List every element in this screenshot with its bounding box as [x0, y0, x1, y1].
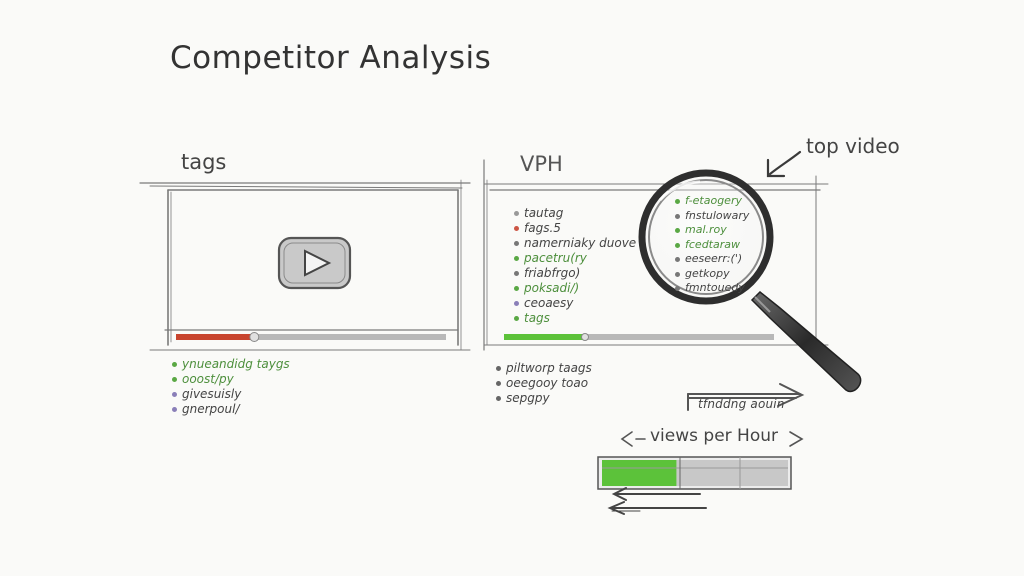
left-player-bar — [176, 332, 446, 342]
list-item-label: givesuisly — [182, 387, 242, 401]
magnifier-icon — [638, 169, 862, 393]
bullet-icon — [496, 381, 501, 386]
list-item: ooost/py — [172, 372, 290, 387]
list-item-label: piltworp taags — [506, 361, 592, 375]
list-item-label: fcedtaraw — [685, 237, 740, 251]
list-item: f-etaogery — [675, 194, 749, 209]
bullet-icon — [675, 286, 680, 291]
bullet-icon — [514, 256, 519, 261]
bullet-icon — [675, 257, 680, 262]
play-icon — [277, 236, 352, 290]
list-item: ceoaesy — [514, 296, 636, 311]
bullet-icon — [514, 316, 519, 321]
list-item: sepgpy — [496, 391, 592, 406]
bullet-icon — [172, 407, 177, 412]
list-item-label: fmntouedy — [685, 281, 745, 294]
left-panel-frame — [139, 179, 471, 351]
list-item: mal.roy — [675, 223, 749, 238]
list-item: fags.5 — [514, 221, 636, 236]
list-item-label: mal.roy — [685, 223, 727, 236]
bullet-icon — [675, 242, 680, 248]
list-item: givesuisly — [172, 387, 290, 402]
bullet-icon — [172, 392, 177, 397]
bullet-icon — [675, 228, 680, 233]
vph-meter — [597, 456, 792, 490]
list-item-label: getkopy — [685, 266, 730, 280]
bullet-icon — [496, 366, 501, 371]
list-item: fcedtaraw — [675, 238, 749, 253]
bullet-icon — [514, 226, 519, 231]
list-item-label: ynueandidg taygs — [182, 357, 290, 371]
list-item: tags — [514, 311, 636, 326]
bullet-icon — [514, 271, 519, 276]
bullet-icon — [675, 199, 680, 204]
list-item: pacetru(ry — [514, 251, 636, 266]
middle-progress-bar — [504, 333, 774, 341]
list-item: fmntouedy — [675, 281, 749, 296]
list-item-label: ooost/py — [182, 372, 234, 386]
list-item: oeegooy toao — [496, 376, 592, 391]
list-item: gnerpoul/ — [172, 402, 290, 417]
list-item-label: f-etaogery — [685, 194, 742, 207]
page-title: Competitor Analysis — [170, 40, 492, 76]
list-item: eeseerr:(') — [675, 252, 749, 267]
bullet-icon — [514, 286, 519, 291]
bullet-icon — [514, 211, 519, 216]
arrow-icon — [766, 150, 802, 178]
middle-panel-frame — [483, 159, 829, 351]
bullet-icon — [675, 271, 680, 277]
vph-brackets — [620, 431, 804, 447]
list-item-label: sepgpy — [506, 391, 550, 405]
list-item-label: gnerpoul/ — [182, 402, 240, 416]
list-item-label: pacetru(ry — [524, 251, 587, 265]
list-item-label: oeegooy toao — [506, 376, 589, 390]
list-item: tautag — [514, 206, 636, 221]
meter-arrows — [607, 487, 707, 515]
bullet-icon — [675, 213, 680, 219]
list-item: friabfrgo) — [514, 266, 636, 281]
bullet-icon — [172, 362, 177, 367]
list-item: namerniaky duove — [514, 236, 636, 251]
list-item: piltworp taags — [496, 361, 592, 376]
left-panel-label: tags — [181, 150, 227, 174]
magnifier-label: top video — [806, 134, 900, 158]
list-item: ynueandidg taygs — [172, 357, 290, 372]
middle-panel-label: VPH — [520, 152, 563, 176]
list-item: getkopy — [675, 267, 749, 282]
bullet-icon — [172, 377, 177, 382]
list-item-label: fags.5 — [524, 221, 561, 235]
list-item-label: ceoaesy — [524, 296, 574, 310]
bullet-icon — [496, 396, 501, 401]
list-item-label: tags — [524, 311, 550, 325]
list-item-label: eeseerr:(') — [685, 252, 743, 265]
list-item-label: poksadi/) — [524, 281, 580, 295]
vph-meter-label: views per Hour — [650, 426, 778, 446]
trend-label: tfnddng aouin — [698, 397, 785, 411]
bullet-icon — [514, 241, 519, 246]
list-item-label: tautag — [524, 206, 564, 220]
list-item-label: fnstulowary — [685, 208, 750, 222]
trend-arrow-icon — [687, 383, 805, 411]
bullet-icon — [514, 301, 519, 306]
list-item: poksadi/) — [514, 281, 636, 296]
list-item-label: namerniaky duove — [524, 236, 637, 250]
list-item: fnstulowary — [675, 209, 749, 224]
list-item-label: friabfrgo) — [524, 266, 581, 280]
